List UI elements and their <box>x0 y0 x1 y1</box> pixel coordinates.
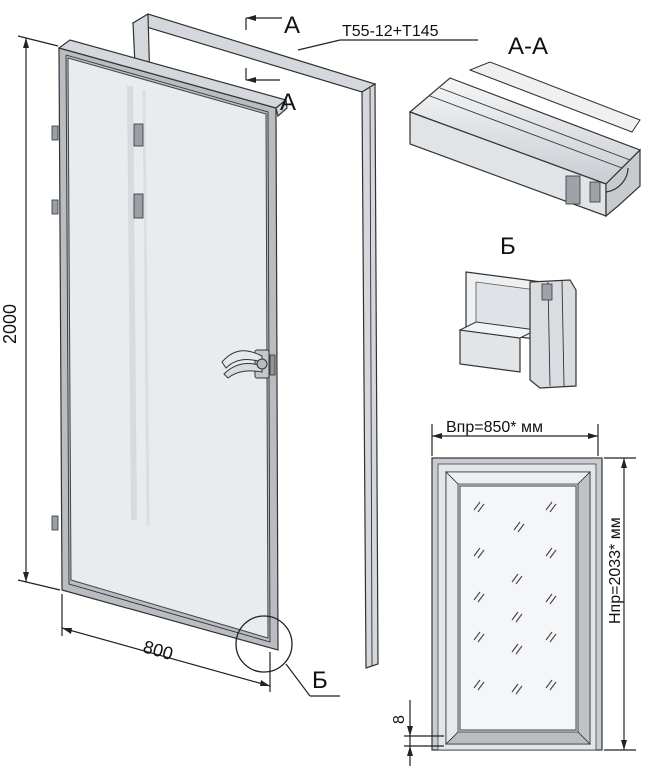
door-width-label: 800 <box>141 637 175 665</box>
door-height-label: 2000 <box>0 304 20 344</box>
opening-width-label: Впр=850* мм <box>446 419 543 436</box>
section-mark-a-top <box>245 15 282 30</box>
detail-circle <box>235 615 340 697</box>
door-leaf <box>57 39 288 651</box>
section-title: А-А <box>508 33 548 60</box>
height-dimension <box>17 35 61 591</box>
detail-callout-label: Б <box>312 667 328 694</box>
opening-height-dimension <box>604 457 636 751</box>
profile-leader <box>297 39 478 51</box>
detail-title: Б <box>500 233 516 260</box>
section-aa-profile <box>408 61 642 218</box>
section-mark-a-bottom-label: А <box>280 89 296 116</box>
gap-dimension <box>404 700 444 766</box>
section-mark-a-top-label: А <box>284 12 300 39</box>
front-view <box>431 457 603 751</box>
gap-label: 8 <box>391 715 408 724</box>
hinges <box>51 123 144 531</box>
detail-b-view <box>458 271 577 389</box>
profile-code-label: T55-12+T145 <box>342 23 439 40</box>
opening-height-label: Нпр=2033* мм <box>607 517 624 624</box>
opening-width-dimension <box>431 424 599 456</box>
section-mark-a-bottom <box>245 68 280 83</box>
door-handle <box>221 349 276 379</box>
